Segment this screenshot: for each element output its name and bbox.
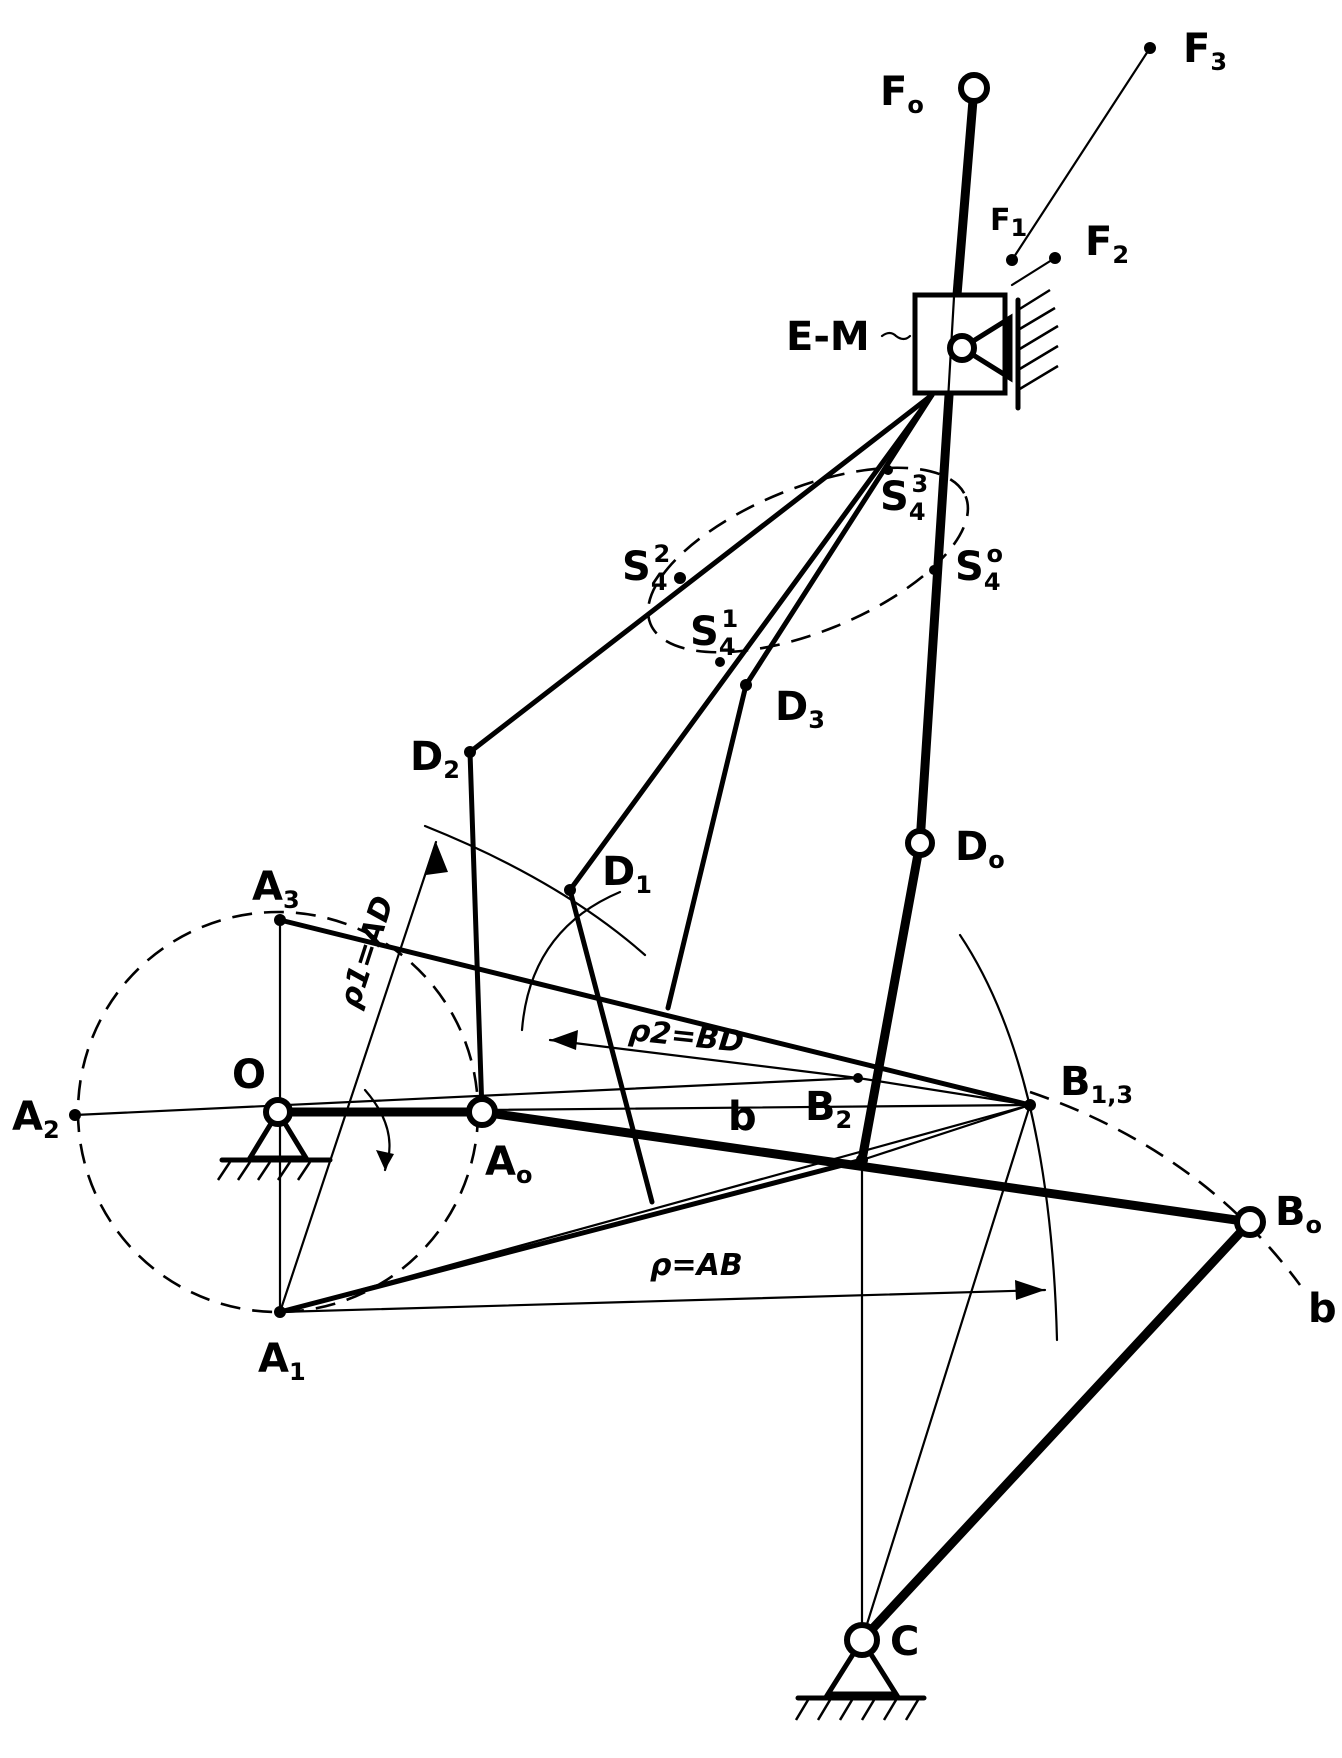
label-b-mid: b	[728, 1094, 757, 1140]
label-a3: A3	[252, 864, 300, 914]
slider-pin	[947, 333, 977, 363]
line-a0-b13	[478, 1103, 1032, 1112]
label-em: E-M	[786, 314, 870, 360]
label-s4-2: S42	[622, 540, 670, 596]
line-f2	[1010, 256, 1057, 287]
line-a1-rho1	[278, 840, 438, 1314]
line-a2-b2	[73, 1076, 860, 1117]
coupler-a1-b2	[277, 1157, 865, 1315]
arrow-rho2	[550, 1030, 578, 1050]
points	[69, 42, 1156, 1318]
label-c: C	[890, 1619, 919, 1665]
arc-rho2	[520, 890, 622, 1032]
coupler-d3-bottom	[665, 682, 749, 1011]
slider-pin-support	[957, 313, 1013, 383]
label-d2: D2	[410, 734, 460, 784]
coupler-curve-b	[1029, 1090, 1302, 1286]
coupler-d1-b1	[567, 887, 655, 1205]
label-b0: Bo	[1275, 1189, 1322, 1239]
line-f1-f3	[1010, 46, 1152, 262]
line-rho2	[548, 1038, 860, 1080]
label-o: O	[232, 1052, 266, 1098]
line-a1-rho	[278, 1288, 1047, 1314]
joint-d0	[905, 828, 935, 858]
arrow-rho1	[426, 842, 448, 875]
label-a0: Ao	[485, 1139, 532, 1189]
arc-rho1	[423, 824, 647, 957]
label-d3: D3	[775, 684, 825, 734]
link-a0-b0	[477, 1107, 1255, 1227]
annotation-rho1: ρ1=AD	[332, 892, 401, 1013]
label-a1: A1	[258, 1336, 306, 1386]
annotation-rho2: ρ2=BD	[627, 1013, 745, 1060]
label-b2: B2	[805, 1084, 852, 1134]
coupler-d1-em	[567, 392, 935, 893]
annotation-rho: ρ=AB	[650, 1248, 743, 1283]
slider-wall-hatch	[1017, 288, 1059, 392]
label-s4-3: S43	[880, 470, 928, 526]
joint-c	[844, 1622, 880, 1658]
link-b0-c	[857, 1217, 1255, 1645]
coupler-a3-b13	[277, 917, 1033, 1108]
label-f2: F2	[1085, 219, 1129, 269]
label-d0: Do	[955, 824, 1005, 874]
label-a2: A2	[12, 1094, 60, 1144]
line-b2-b13-low	[860, 1103, 1032, 1162]
joint-o	[263, 1097, 293, 1127]
coupler-a0-d2	[467, 749, 485, 1115]
line-b13-c	[860, 1103, 1032, 1642]
coupler-d2-em	[467, 392, 935, 755]
label-d1: D1	[602, 849, 652, 899]
joint-f0	[958, 72, 990, 104]
label-f3: F3	[1183, 26, 1227, 76]
arrow-rho	[1015, 1280, 1045, 1300]
s4-trajectory-ellipse	[646, 466, 970, 654]
link-d0-em	[915, 375, 955, 848]
ground-support-o	[216, 1107, 333, 1181]
label-f0: Fo	[880, 69, 924, 119]
rotation-arrowhead	[376, 1150, 394, 1170]
link-b2-d0	[857, 838, 925, 1165]
joint-a0	[466, 1096, 498, 1128]
label-b-end: b	[1308, 1286, 1337, 1332]
label-b13: B1,3	[1060, 1059, 1133, 1109]
joint-b0	[1234, 1206, 1266, 1238]
coupler-d3-em	[743, 392, 935, 688]
ground-support-c	[794, 1635, 927, 1721]
wavy-pointer-em	[880, 331, 912, 341]
label-s4-0: S4o	[955, 540, 1003, 596]
label-f1: F1	[990, 203, 1027, 242]
label-s4-1: S41	[690, 605, 738, 661]
